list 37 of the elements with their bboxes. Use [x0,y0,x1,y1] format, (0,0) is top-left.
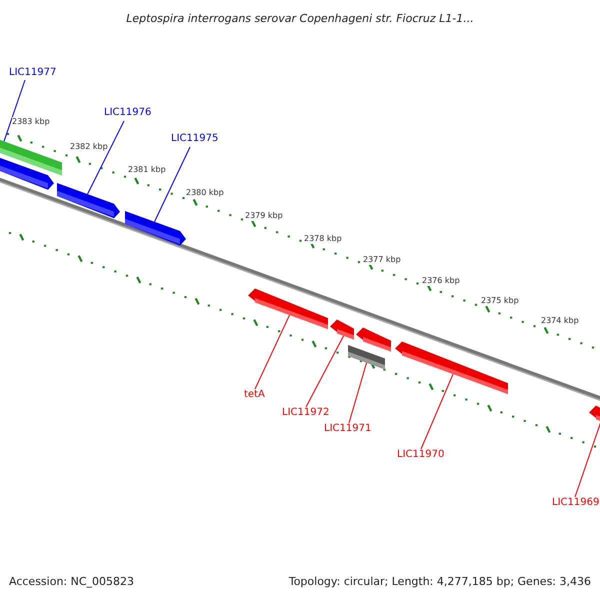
leader-line [254,314,290,390]
gene-label: LIC11969 [552,497,600,509]
gene-label: LIC11975 [171,133,218,145]
accession-label: Accession: NC_005823 [9,575,134,589]
coordinate-label: 2377 kbp [363,255,401,265]
leader-line [4,80,26,142]
leader-line [87,120,124,195]
coordinate-label: 2381 kbp [128,165,166,175]
coordinate-label: 2378 kbp [304,234,342,244]
coordinate-label: 2382 kbp [70,142,108,152]
gene-feature [395,342,508,394]
gene-feature [0,156,54,190]
leader-line [574,420,600,498]
title: Leptospira interrogans serovar Copenhageni str. Fiocruz L1-1... [125,11,475,27]
gene-label: LIC11977 [9,67,56,79]
gene-label: LIC11971 [324,423,372,435]
coordinate-label: 2376 kbp [422,276,460,286]
gene-feature [356,328,391,352]
genome-stats-label: Topology: circular; Length: 4,277,185 bp; Genes: 3,436 [288,575,591,589]
coordinate-label: 2380 kbp [186,188,224,198]
coordinate-label: 2383 kbp [12,117,50,127]
leader-line [420,374,454,450]
gene-block [348,345,385,370]
coordinate-label: 2374 kbp [541,316,579,326]
coordinate-label: 2379 kbp [245,211,283,221]
leader-line [154,146,190,222]
gene-feature [248,288,328,330]
gene-feature [330,320,354,340]
gene-feature [57,183,120,218]
gene-label: LIC11970 [397,449,444,461]
coordinate-label: 2375 kbp [481,296,519,306]
gene-label: tetA [244,389,265,401]
leader-line [348,362,367,424]
leader-line [306,335,344,408]
gene-label: LIC11976 [104,107,152,119]
gene-label: LIC11972 [282,407,330,419]
gene-feature [125,211,186,246]
